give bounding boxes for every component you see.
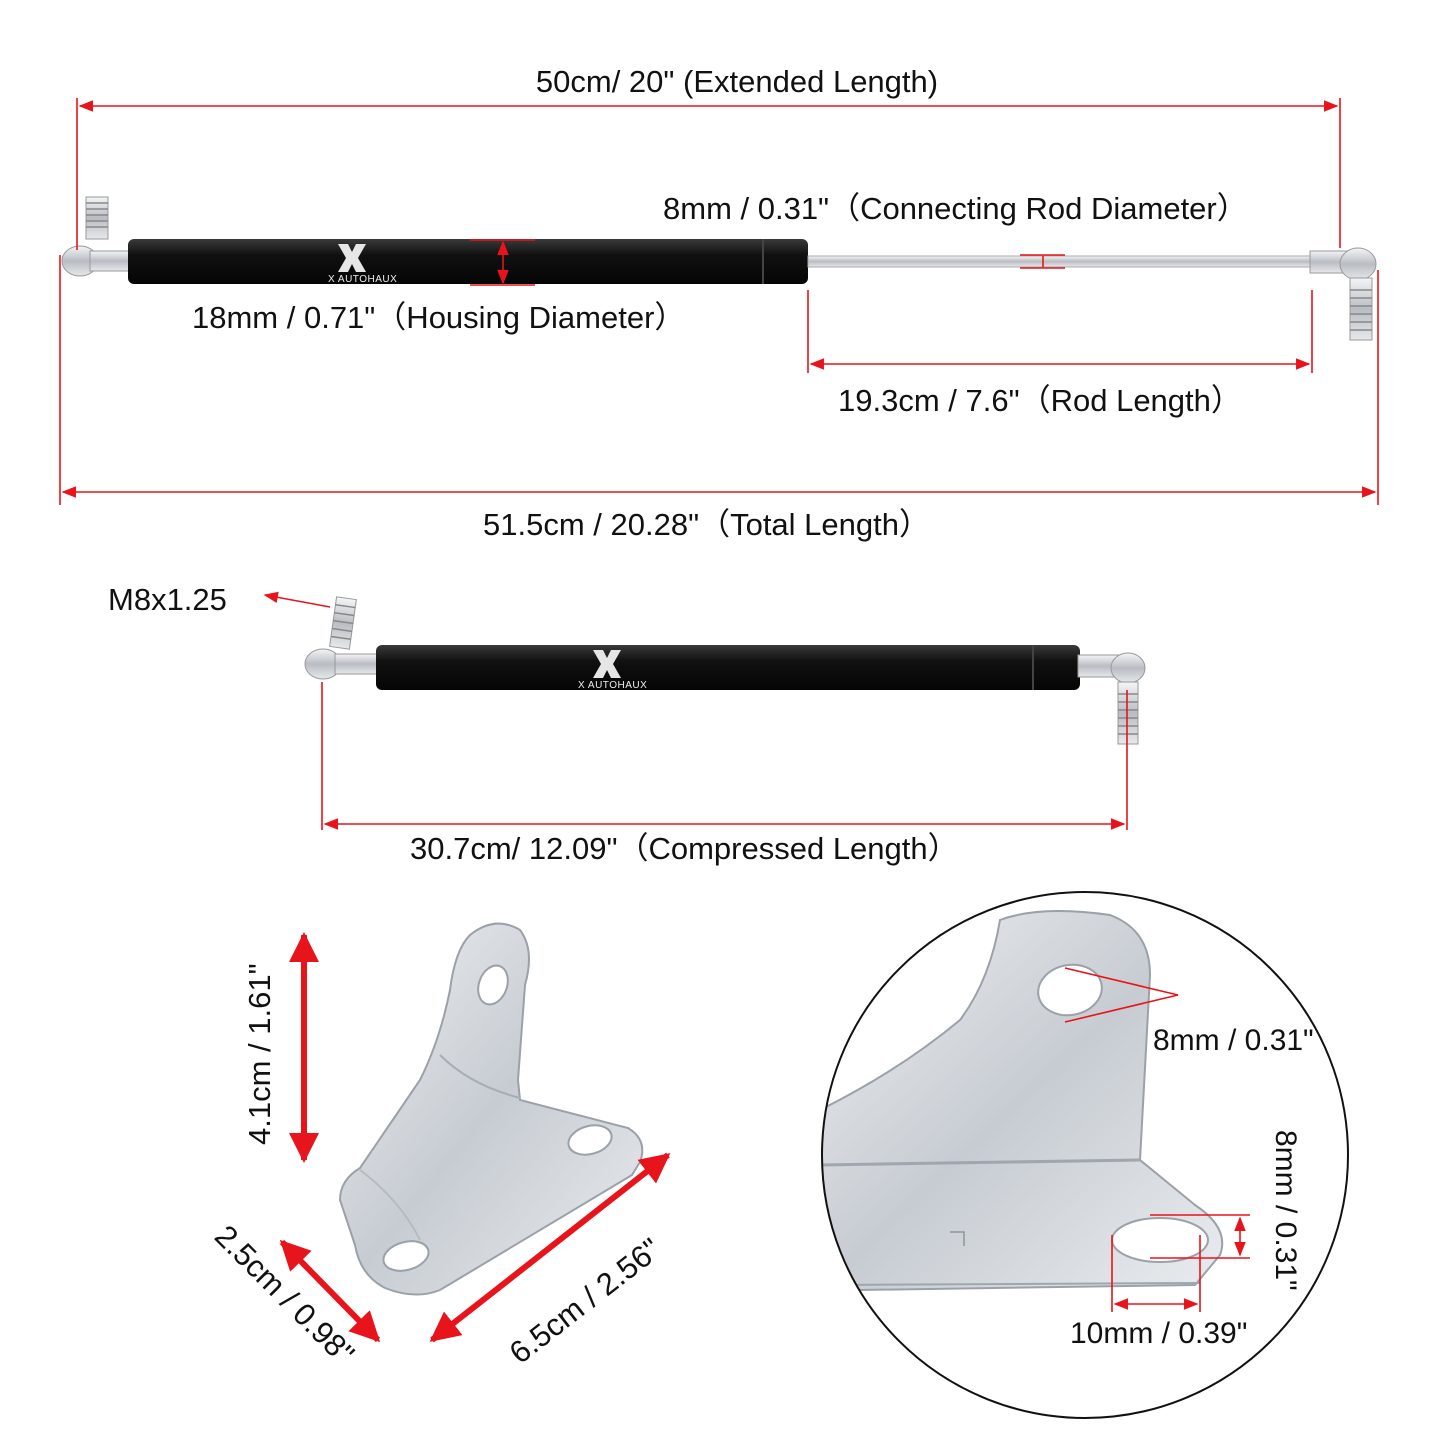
- brand-logo: X AUTOHAUX: [328, 244, 397, 285]
- thread-size-label: M8x1.25: [108, 582, 227, 617]
- brand-logo: X AUTOHAUX: [578, 650, 647, 691]
- svg-text:X AUTOHAUX: X AUTOHAUX: [578, 680, 647, 691]
- slot-height-label: 8mm / 0.31": [1269, 1130, 1302, 1291]
- total-length-label: 51.5cm / 20.28"（Total Length）: [483, 507, 930, 542]
- compressed-strut: X AUTOHAUX: [304, 596, 1146, 745]
- compressed-length-label: 30.7cm/ 12.09"（Compressed Length）: [410, 831, 959, 866]
- bracket-length-label: 6.5cm / 2.56": [503, 1231, 668, 1370]
- hole-diameter-label: 8mm / 0.31": [1153, 1024, 1314, 1057]
- slot-width-label: 10mm / 0.39": [1070, 1317, 1247, 1350]
- rod-length-label: 19.3cm / 7.6"（Rod Length）: [838, 383, 1242, 418]
- mounting-bracket: [338, 922, 644, 1296]
- svg-text:X AUTOHAUX: X AUTOHAUX: [328, 274, 397, 285]
- bracket-height-label: 4.1cm / 1.61": [242, 963, 277, 1145]
- housing-diameter-label: 18mm / 0.71"（Housing Diameter）: [192, 300, 685, 335]
- extended-dimension-lines: [59, 98, 1379, 505]
- compressed-dimension-lines: [263, 591, 1128, 830]
- extended-length-label: 50cm/ 20" (Extended Length): [536, 64, 938, 99]
- rod-diameter-label: 8mm / 0.31"（Connecting Rod Diameter）: [663, 191, 1248, 226]
- bracket-detail-zoom: [821, 891, 1349, 1419]
- bracket-dimension-arrows: [279, 932, 671, 1343]
- detail-dimension-lines: [1064, 967, 1250, 1312]
- extended-strut: X AUTOHAUX: [61, 196, 1377, 341]
